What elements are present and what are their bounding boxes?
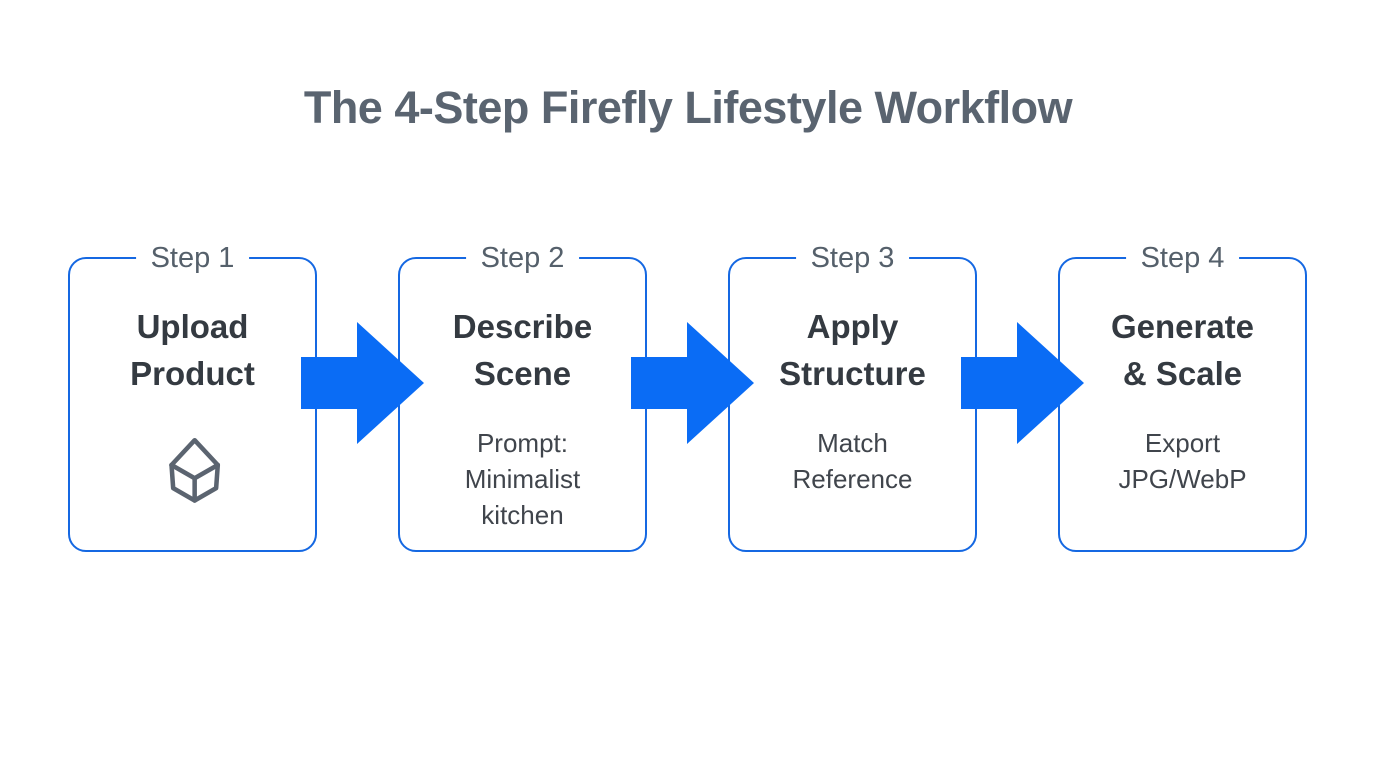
step-2-label: Step 2	[465, 242, 580, 274]
page-title: The 4-Step Firefly Lifestyle Workflow	[303, 82, 1073, 133]
step-2-box: Step 2 Describe Scene Prompt: Minimalist…	[398, 242, 647, 552]
arrow-right-icon	[961, 322, 1084, 444]
step-4-label: Step 4	[1125, 242, 1240, 274]
step-4-heading: Generate & Scale	[1110, 308, 1255, 392]
step-3-box: Step 3 Apply Structure Match Reference	[728, 242, 977, 552]
step-3-label: Step 3	[795, 242, 910, 274]
step-2-subtext: Prompt: Minimalist kitchen	[464, 428, 581, 530]
step-1-label: Step 1	[135, 242, 250, 274]
arrow-right-icon	[631, 322, 754, 444]
step-3-heading: Apply Structure	[779, 308, 926, 392]
arrow-right-icon	[301, 322, 424, 444]
step-4-box: Step 4 Generate & Scale Export JPG/WebP	[1058, 242, 1307, 552]
step-2-heading: Describe Scene	[452, 308, 593, 392]
open-box-icon	[168, 437, 220, 503]
step-1-heading: Upload Product	[130, 308, 255, 392]
step-1-box: Step 1 Upload Product	[68, 242, 317, 552]
step-4-subtext: Export JPG/WebP	[1118, 428, 1247, 494]
step-3-subtext: Match Reference	[792, 428, 913, 494]
